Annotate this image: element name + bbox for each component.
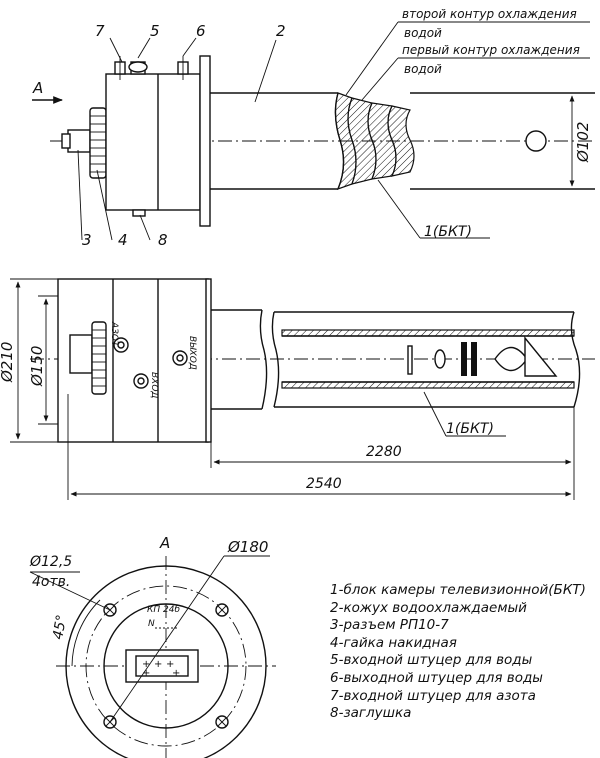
bkt-label-mid: 1(БКТ) [446, 421, 494, 437]
plug [132, 209, 146, 217]
legend-item-3: 3-разъем РП10-7 [330, 617, 449, 634]
callout-5: 5 [150, 22, 160, 40]
legend-item-5: 5-входной штуцер для воды [330, 652, 533, 669]
legend-item-2: 2-кожух водоохлаждаемый [330, 599, 527, 616]
parts-legend: 1-блок камеры телевизионной(БКТ) 2-кожух… [330, 582, 598, 723]
dimension-2280: 2280 [366, 444, 402, 460]
dimension-d150: Ø150 [28, 346, 46, 387]
callout-8: 8 [158, 231, 168, 249]
plan-view: АЗОТ ВХОД ВЫХОД 1(БКТ) Ø210 [0, 278, 595, 500]
callout-7: 7 [95, 22, 105, 40]
callout-2: 2 [276, 22, 286, 40]
bkt-label-top: 1(БКТ) [424, 224, 472, 240]
svg-text:+: + [154, 659, 162, 670]
view-a: A + + + + + КП 24б N Ø180 Ø12,5 4отв. [29, 534, 276, 758]
flange [199, 55, 211, 227]
dimension-2540: 2540 [306, 476, 342, 492]
port-label-nitrogen: АЗОТ [109, 321, 119, 348]
svg-text:+: + [172, 668, 180, 679]
side-view: A [32, 7, 595, 249]
legend-item-1: 1-блок камеры телевизионной(БКТ) [330, 582, 586, 598]
cooling-circuit-2-label: второй контур охлаждения [402, 7, 577, 21]
svg-text:+: + [142, 668, 150, 679]
connector-rp10 [67, 129, 91, 153]
lens-port [525, 130, 547, 152]
cooling-circuit-1-label: первый контур охлаждения [402, 43, 580, 57]
cooling-circuit-2-water: водой [404, 26, 442, 40]
legend-item-8: 8-заглушка [330, 705, 412, 722]
holes-count: 4отв. [32, 574, 70, 590]
angle-45: 45° [50, 613, 70, 640]
legend-item-4: 4-гайка накидная [330, 634, 457, 651]
connector-model-label: КП 24б [147, 605, 180, 615]
dimension-d102: Ø102 [574, 122, 592, 163]
view-arrow-label: A [32, 79, 43, 97]
callout-6: 6 [196, 22, 206, 40]
cooling-circuit-1-water: водой [404, 62, 442, 76]
union-nut [89, 107, 107, 179]
svg-text:+: + [166, 659, 174, 670]
connector-n-label: N [148, 619, 155, 629]
dimension-d210: Ø210 [0, 342, 16, 383]
legend-item-7: 7-входной штуцер для азота [330, 687, 536, 704]
callout-3: 3 [82, 231, 92, 249]
dimension-d12-5: Ø12,5 [29, 554, 72, 570]
callout-4: 4 [118, 231, 128, 249]
head-box [105, 73, 201, 211]
legend-item-6: 6-выходной штуцер для воды [330, 669, 543, 686]
port-label-in: ВХОД [149, 372, 159, 398]
port-label-out: ВЫХОД [187, 336, 197, 370]
dimension-d180: Ø180 [227, 538, 268, 556]
svg-text:+: + [142, 659, 150, 670]
view-a-title: A [159, 534, 170, 552]
